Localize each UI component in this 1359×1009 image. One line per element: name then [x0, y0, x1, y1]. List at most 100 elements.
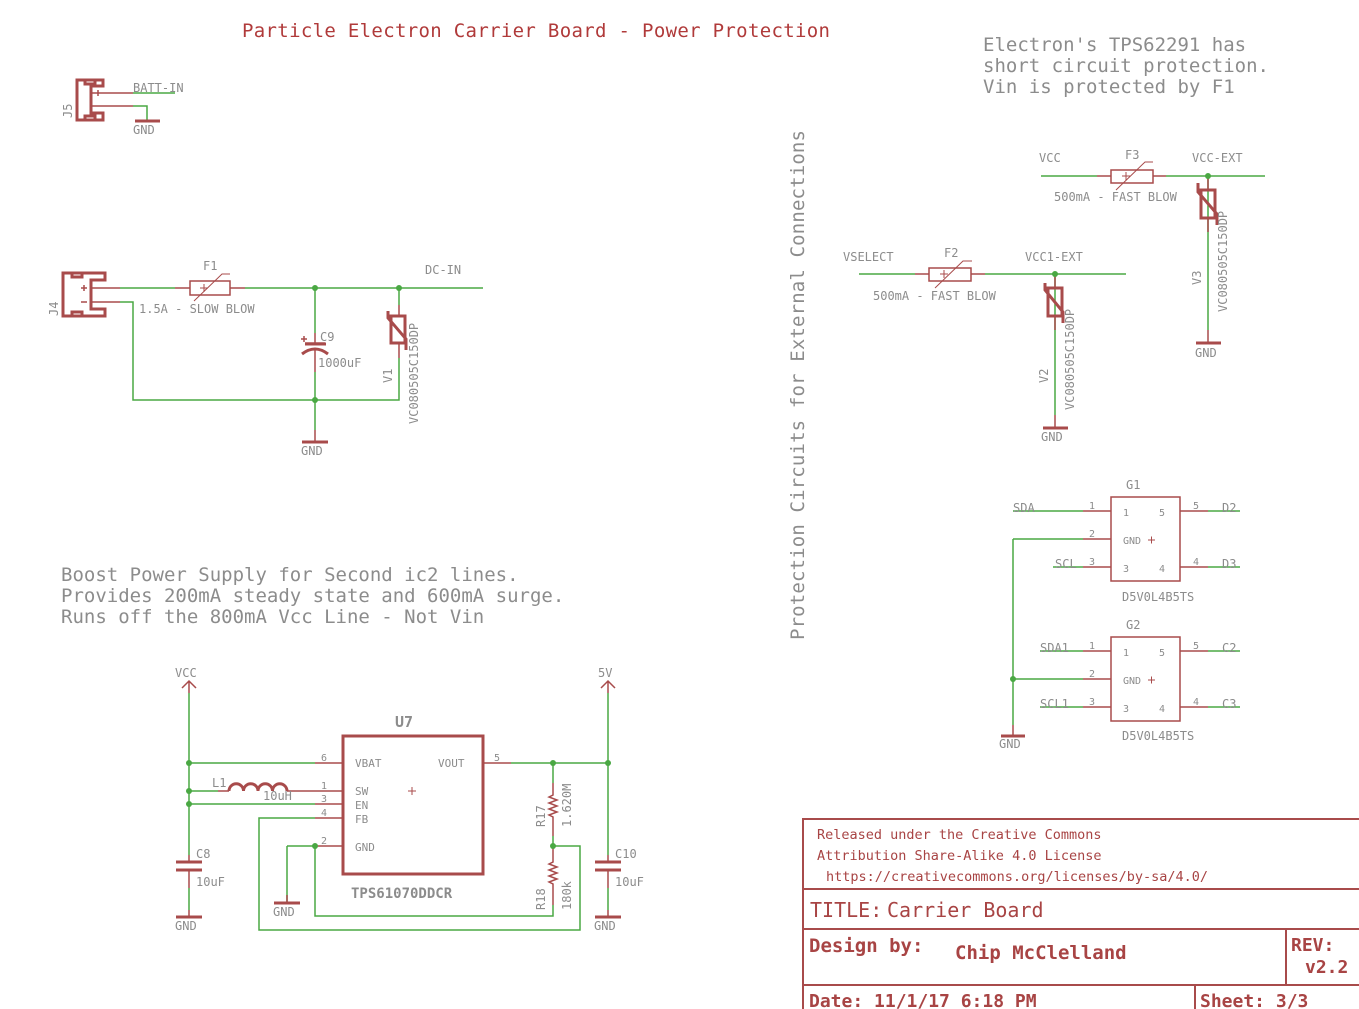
net-label: SDA — [1013, 501, 1035, 515]
pin-number: 5 — [494, 753, 500, 764]
pin-name: 4 — [1159, 564, 1165, 575]
ref-label: G1 — [1126, 478, 1140, 492]
rev-value: v2.2 — [1305, 957, 1348, 978]
note-line: Runs off the 800mA Vcc Line - Not Vin — [61, 606, 484, 628]
side-heading: Protection Circuits for External Connect… — [787, 130, 809, 640]
pin-name: GND — [355, 841, 375, 854]
net-label: VCC-EXT — [1192, 151, 1243, 165]
gnd-label: GND — [301, 444, 323, 458]
pin-name: 5 — [1159, 508, 1165, 519]
ref-label: R18 — [534, 888, 548, 910]
protection-note: Electron's TPS62291 has short circuit pr… — [983, 34, 1269, 98]
net-label: C3 — [1222, 697, 1236, 711]
capacitor-c9[interactable] — [301, 333, 329, 372]
pin-number: 1 — [321, 781, 327, 792]
pin-number: 5 — [1193, 501, 1199, 512]
capacitor-plates — [176, 860, 621, 919]
rev-label: REV: — [1291, 935, 1334, 956]
net-label: VCC — [1039, 151, 1061, 165]
ref-label: G2 — [1126, 618, 1140, 632]
gnd-label: GND — [999, 737, 1021, 751]
tvs-array-g2[interactable] — [1110, 636, 1181, 722]
note-line: Electron's TPS62291 has — [983, 34, 1246, 56]
gnd-label: GND — [594, 919, 616, 933]
ref-label: V2 — [1037, 369, 1051, 383]
ref-label: V1 — [381, 369, 395, 383]
pin-number: 3 — [1089, 697, 1095, 708]
net-label: SCL — [1055, 557, 1077, 571]
pin-number: 4 — [321, 808, 327, 819]
ref-label: C8 — [196, 847, 210, 861]
license-line: Released under the Creative Commons — [817, 827, 1101, 843]
inductor-l1[interactable] — [218, 782, 315, 792]
gnd-label: GND — [175, 919, 197, 933]
value-label: VC080505C150DP — [1216, 211, 1230, 312]
net-label: D3 — [1222, 557, 1236, 571]
pin-number: 3 — [321, 794, 327, 805]
note-line: Vin is protected by F1 — [983, 76, 1235, 98]
pin-name: GND — [1123, 676, 1141, 687]
pin-number: 1 — [1089, 501, 1095, 512]
value-label: 10uH — [263, 789, 292, 803]
pin-name: GND — [1123, 536, 1141, 547]
fuse-f3[interactable] — [1110, 169, 1154, 184]
connector-j5[interactable]: BATT-IN GND J5 — [61, 78, 184, 137]
pin-name: VBAT — [355, 757, 382, 770]
net-label: DC-IN — [425, 263, 461, 277]
value-label: VC080505C150DP — [1063, 309, 1077, 410]
net-label: SCL1 — [1040, 697, 1069, 711]
value-label: VC080505C150DP — [407, 323, 421, 424]
net-label: SDA1 — [1040, 641, 1069, 655]
resistor-r17[interactable] — [546, 783, 560, 836]
ref-label: J5 — [61, 104, 75, 118]
dc-input-circuit: J4 F1 1.5A - SLOW BLOW DC-IN C9 1000uF V… — [47, 259, 483, 458]
tvs-array-g1[interactable] — [1110, 496, 1181, 582]
net-label: 5V — [598, 666, 612, 680]
pin-number: 2 — [1089, 529, 1095, 540]
part-label: D5V0L4B5TS — [1122, 729, 1194, 743]
ref-label: J4 — [47, 302, 61, 316]
note-line: short circuit protection. — [983, 55, 1269, 77]
varistor-v2[interactable] — [1046, 286, 1064, 318]
fuse-f1[interactable] — [175, 273, 245, 302]
pin-number: 2 — [1089, 669, 1095, 680]
pin-number: 3 — [1089, 557, 1095, 568]
value-label: 1.620M — [560, 784, 574, 827]
part-label: D5V0L4B5TS — [1122, 590, 1194, 604]
ref-label: V3 — [1190, 271, 1204, 285]
note-line: Boost Power Supply for Second ic2 lines. — [61, 564, 519, 586]
varistor-v1[interactable] — [386, 305, 408, 358]
sheet-title: Particle Electron Carrier Board - Power … — [242, 20, 830, 42]
design-label: Design by: — [809, 935, 923, 957]
license-line: Attribution Share-Alike 4.0 License — [817, 848, 1101, 864]
resistor-r18[interactable] — [546, 846, 560, 905]
part-label: TPS61070DDCR — [351, 886, 453, 902]
license-url: https://creativecommons.org/licenses/by-… — [826, 869, 1208, 885]
net-label: VCC1-EXT — [1025, 250, 1083, 264]
tvs-arrays: G1 D5V0L4B5TS SDA SCL D2 D3 G2 D5V0L4B5T… — [999, 478, 1240, 751]
ic-u7[interactable] — [341, 734, 485, 876]
gnd-label: GND — [273, 905, 295, 919]
date-label: Date: 11/1/17 6:18 PM — [809, 991, 1037, 1009]
varistor-v3[interactable] — [1199, 188, 1217, 220]
value-label: 180k — [560, 880, 574, 910]
net-label: D2 — [1222, 501, 1236, 515]
title-label: TITLE: — [810, 898, 882, 922]
pin-name: 1 — [1123, 508, 1129, 519]
pin-name: VOUT — [438, 757, 465, 770]
pin-name: 5 — [1159, 648, 1165, 659]
fuse-f2[interactable] — [928, 267, 972, 282]
pin-number: 4 — [1193, 557, 1199, 568]
note-line: Provides 200mA steady state and 600mA su… — [61, 585, 564, 607]
pin-name: 1 — [1123, 648, 1129, 659]
sheet-title-value: Carrier Board — [887, 898, 1044, 922]
pin-name: 4 — [1159, 704, 1165, 715]
pin-name: 3 — [1123, 564, 1129, 575]
net-label: VSELECT — [843, 250, 894, 264]
ref-label: R17 — [534, 805, 548, 827]
ref-label: C10 — [615, 847, 637, 861]
value-label: 1000uF — [318, 356, 361, 370]
net-label: BATT-IN — [133, 81, 184, 95]
pin-number: 4 — [1193, 697, 1199, 708]
